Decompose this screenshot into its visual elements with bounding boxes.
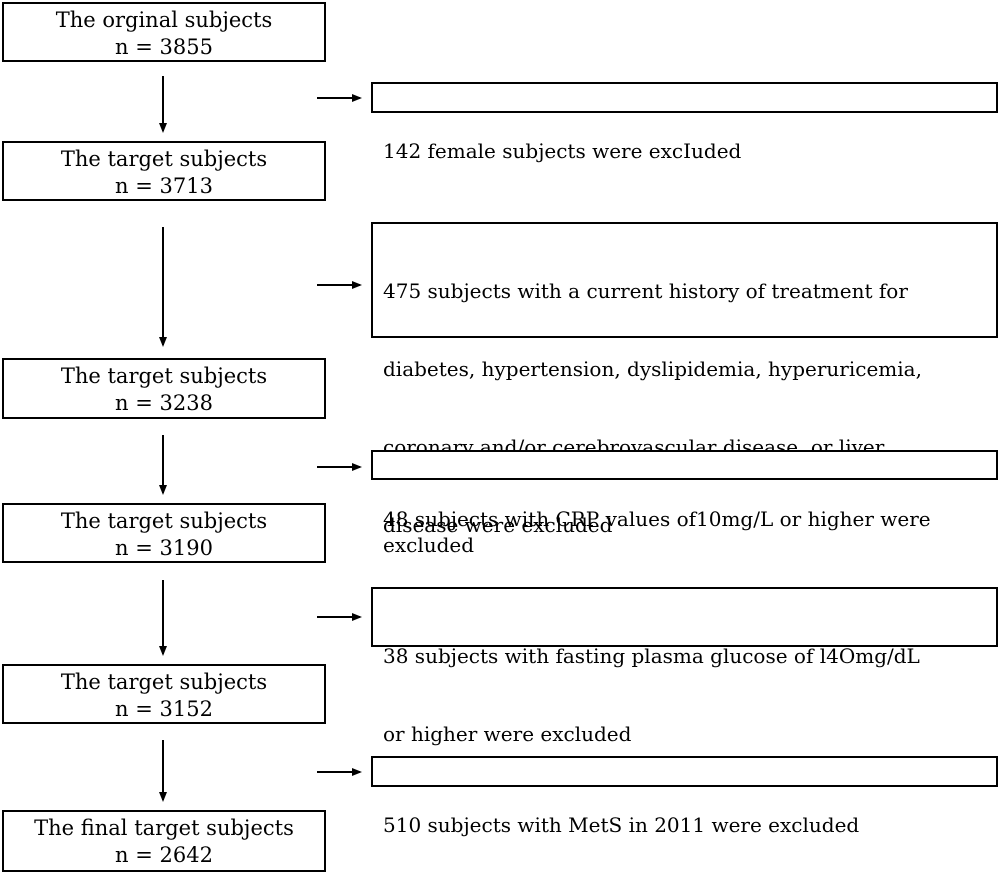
step-title: The final target subjects [34,816,294,840]
exclusion-line: 48 subjects with CRP values of10mg/L or … [383,507,937,557]
exclusion-box-mets: 510 subjects with MetS in 2011 were excl… [371,756,998,837]
step-box-target-3: The target subjects n = 3190 [2,503,326,563]
step-count: n = 3855 [115,35,213,59]
exclusion-box-treatment: 475 subjects with a current history of t… [371,222,998,537]
step-box-target-1: The target subjects n = 3713 [2,141,326,201]
step-count: n = 3713 [115,174,213,198]
step-box-original: The orginal subjects n = 3855 [2,2,326,62]
step-title: The target subjects [60,509,268,533]
step-count: n = 3152 [115,697,213,721]
exclusion-line: 38 subjects with fasting plasma glucose … [383,644,920,668]
exclusion-line: diabetes, hypertension, dyslipidemia, hy… [383,357,922,381]
step-count: n = 2642 [115,843,213,867]
step-title: The target subjects [60,364,268,388]
exclusion-line: 142 female subjects were excIuded [383,139,742,163]
exclusion-line: 475 subjects with a current history of t… [383,279,908,303]
step-title: The orginal subjects [55,8,273,32]
exclusion-line: or higher were excluded [383,722,632,746]
step-count: n = 3190 [115,536,213,560]
step-box-final: The final target subjects n = 2642 [2,810,326,872]
exclusion-box-crp: 48 subjects with CRP values of10mg/L or … [371,450,998,557]
step-title: The target subjects [60,670,268,694]
step-box-target-2: The target subjects n = 3238 [2,358,326,419]
exclusion-line: 510 subjects with MetS in 2011 were excl… [383,813,860,837]
step-box-target-4: The target subjects n = 3152 [2,664,326,724]
exclusion-line: disease were excluded [383,513,613,537]
step-title: The target subjects [60,147,268,171]
exclusion-box-female: 142 female subjects were excIuded [371,82,998,163]
exclusion-box-glucose: 38 subjects with fasting plasma glucose … [371,587,998,746]
step-count: n = 3238 [115,391,213,415]
